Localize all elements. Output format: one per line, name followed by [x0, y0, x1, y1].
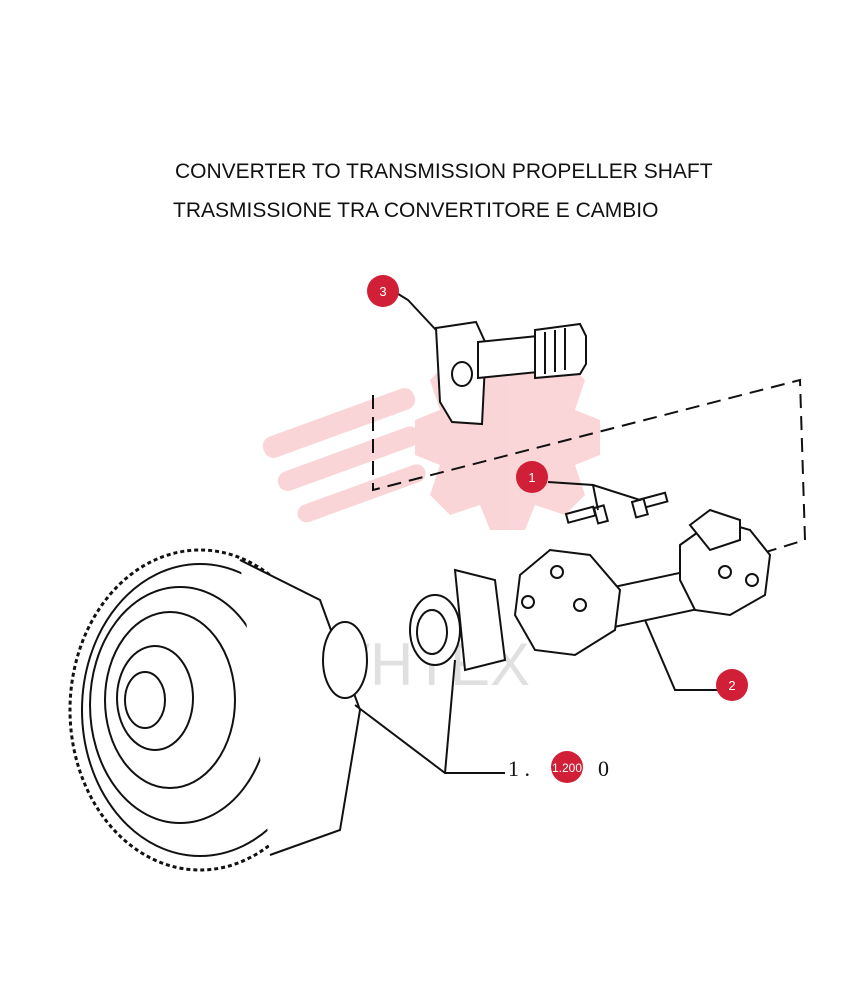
assembly-dashed-line: [372, 378, 807, 561]
reference-badge-label: 1.200: [552, 761, 582, 775]
diagram-title-italian: TRASMISSIONE TRA CONVERTITORE E CAMBIO: [173, 199, 659, 222]
callout-2[interactable]: 2: [716, 669, 748, 701]
callout-2-label: 2: [728, 678, 735, 693]
flanged-hub: [409, 568, 507, 672]
callout-1[interactable]: 1: [516, 461, 548, 493]
reference-suffix: 0: [598, 756, 609, 781]
callout-3-label: 3: [379, 284, 386, 299]
reference-badge[interactable]: 1.200: [551, 751, 583, 783]
bolts: [564, 491, 669, 525]
callout-3[interactable]: 3: [367, 275, 399, 307]
flange-yoke-shaft: [434, 320, 587, 426]
leader-lines: [354, 291, 718, 774]
diagram-title-english: CONVERTER TO TRANSMISSION PROPELLER SHAF…: [175, 160, 713, 183]
callout-1-label: 1: [528, 470, 535, 485]
reference-prefix: 1 .: [508, 756, 530, 781]
torque-converter: [68, 548, 368, 872]
propeller-shaft: [513, 508, 772, 657]
